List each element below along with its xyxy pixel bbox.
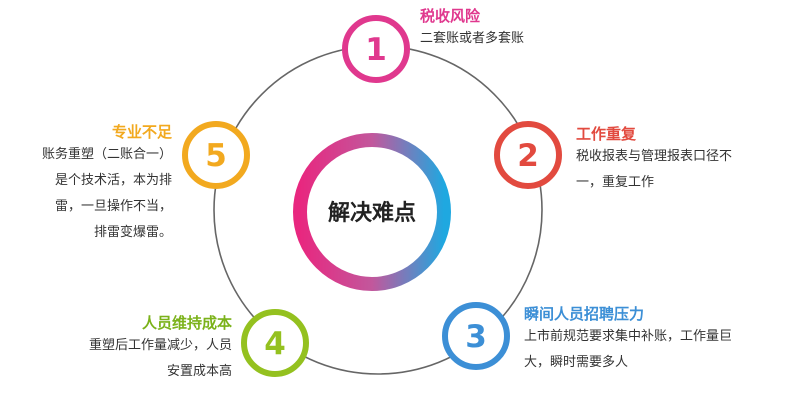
item-4-description-line: 重塑后工作量减少，人员 <box>88 338 232 353</box>
item-2-description: 税收报表与管理报表口径不 一，重复工作 <box>576 144 732 196</box>
item-2-label: 工作重复 税收报表与管理报表口径不 一，重复工作 <box>576 124 732 196</box>
item-2-description-line: 一，重复工作 <box>576 175 655 190</box>
badge-2: 2 <box>494 121 562 189</box>
item-1-label: 税收风险 二套账或者多套账 <box>420 6 524 52</box>
item-3-description: 上市前规范要求集中补账，工作量巨 大，瞬时需要多人 <box>524 324 732 376</box>
item-4-label: 人员维持成本 重塑后工作量减少，人员 安置成本高 <box>89 313 232 385</box>
item-3-label: 瞬间人员招聘压力 上市前规范要求集中补账，工作量巨 大，瞬时需要多人 <box>524 304 732 376</box>
badge-3-number: 3 <box>465 319 487 355</box>
badge-5-circle <box>182 121 250 189</box>
item-5-label: 专业不足 账务重塑（二账合一） 是个技术活，本为排 雷，一旦操作不当， 排雷变爆… <box>42 122 172 246</box>
item-1-description-line: 二套账或者多套账 <box>420 31 525 46</box>
badge-1-circle <box>342 15 410 83</box>
item-2-description-line: 税收报表与管理报表口径不 <box>576 149 733 164</box>
item-5-description-line: 排雷变爆雷。 <box>93 225 172 240</box>
badge-3-circle <box>442 302 510 370</box>
item-5-description-line: 雷，一旦操作不当， <box>54 199 172 214</box>
center-circle <box>293 133 451 291</box>
center-label: 解决难点 <box>328 200 416 226</box>
badge-4: 4 <box>241 309 309 377</box>
item-3-description-line: 上市前规范要求集中补账，工作量巨 <box>524 329 733 344</box>
badge-5: 5 <box>182 121 250 189</box>
item-4-description: 重塑后工作量减少，人员 安置成本高 <box>89 333 232 385</box>
badge-1: 1 <box>342 15 410 83</box>
badge-4-circle <box>241 309 309 377</box>
badge-2-number: 2 <box>517 138 539 174</box>
item-1-description: 二套账或者多套账 <box>420 26 524 52</box>
item-5-description: 账务重塑（二账合一） 是个技术活，本为排 雷，一旦操作不当， 排雷变爆雷。 <box>42 142 172 246</box>
item-5-description-line: 账务重塑（二账合一） <box>41 147 172 162</box>
item-4-description-line: 安置成本高 <box>166 364 232 379</box>
item-2-title: 工作重复 <box>576 125 637 143</box>
item-3-title: 瞬间人员招聘压力 <box>524 305 645 323</box>
item-3-description-line: 大，瞬时需要多人 <box>524 355 629 370</box>
badge-5-number: 5 <box>205 138 227 174</box>
item-5-title: 专业不足 <box>111 123 172 141</box>
item-4-title: 人员维持成本 <box>141 314 232 332</box>
item-1-title: 税收风险 <box>420 7 481 25</box>
item-5-description-line: 是个技术活，本为排 <box>54 173 172 188</box>
badge-2-circle <box>494 121 562 189</box>
badge-3: 3 <box>442 302 510 370</box>
badge-1-number: 1 <box>365 32 387 68</box>
badge-4-number: 4 <box>264 326 286 362</box>
